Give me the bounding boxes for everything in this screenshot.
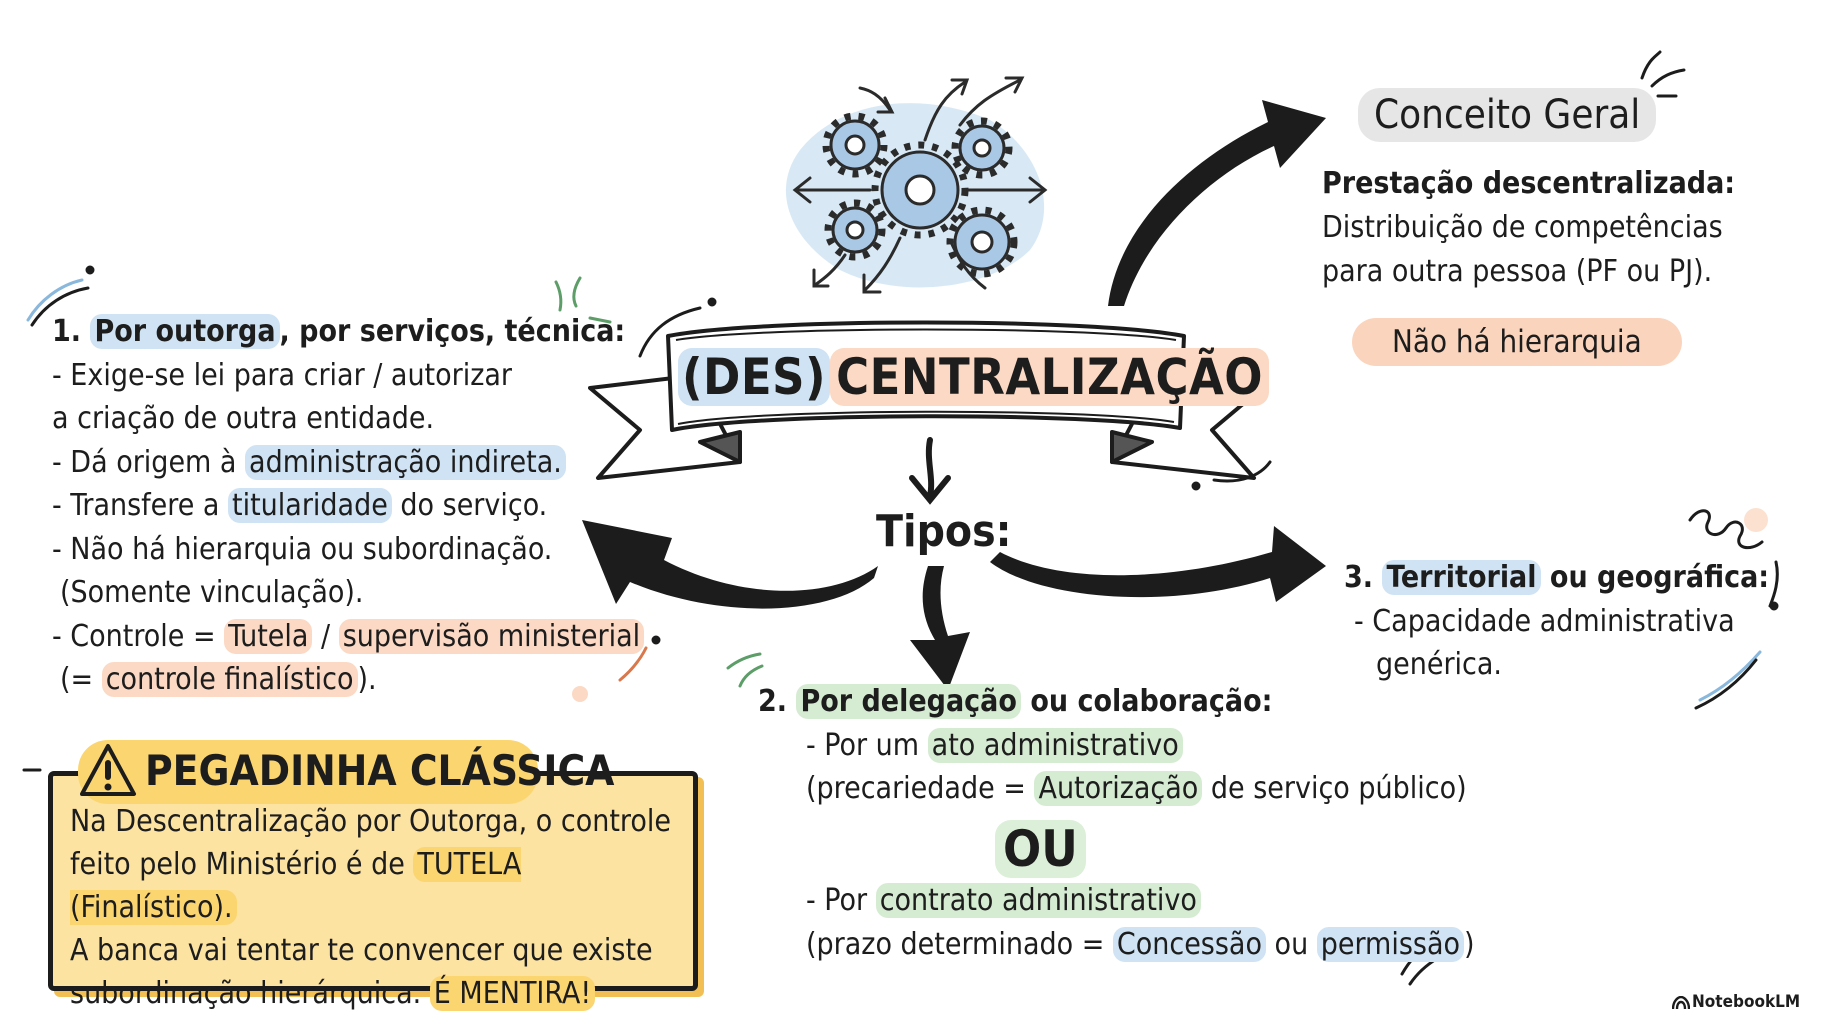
type-1-line-7-highlight-1: Tutela [224,618,313,654]
concept-body: Prestação descentralizada: Distribuição … [1322,162,1802,294]
curved-arrow-icon [1108,100,1326,306]
or-label: OU [995,820,1086,878]
concept-line-2: para outra pessoa (PF ou PJ). [1322,254,1713,289]
type-1-line-4c: do serviço. [391,488,548,523]
trap-body: Na Descentralização por Outorga, o contr… [70,800,680,1015]
type-3-heading: 3. Territorial ou geográfica: [1344,556,1824,600]
type-2-line-4: (prazo determinado = Concessão ou permis… [806,923,1506,967]
arrow-down-icon [909,437,951,505]
type-1-line-8: (= controle finalístico). [52,658,692,702]
type-1-line-2: a criação de outra entidade. [52,401,435,436]
type-2-line-2a: (precariedade = [806,771,1035,806]
type-2-line-4c: ou [1265,926,1317,962]
type-2-line-3: - Por contrato administrativo [806,879,1506,923]
type-2-line-4-highlight-1: Concessão [1112,926,1266,962]
title-part-1: (DES) [678,348,831,406]
type-2-line-2: (precariedade = Autorização de serviço p… [758,767,1498,811]
type-1-line-3: - Dá origem à administração indireta. [52,441,692,485]
concept-line-1: Distribuição de competências [1322,210,1723,245]
type-1-line-7a: - Controle = [52,618,225,654]
type-1-line-3a: - Dá origem à [52,444,246,480]
type-2-number: 2. [758,684,797,719]
type-3-heading-rest: ou geográfica: [1540,560,1770,595]
doodles [22,50,1779,986]
concept-heading: Conceito Geral [1358,88,1657,142]
concept-label: Prestação descentralizada: [1322,166,1736,201]
type-2-block-b: - Por contrato administrativo (prazo det… [806,879,1506,966]
arrow-right-icon [990,526,1326,602]
type-2-line-4a: (prazo determinado = [806,926,1113,962]
type-2-line-3a: - Por [806,883,876,918]
title-part-2: CENTRALIZAÇÃO [830,348,1270,406]
type-1-heading: 1. Por outorga, por serviços, técnica: [52,310,692,354]
warning-triangle-icon [80,744,136,796]
type-2-line-3-highlight: contrato administrativo [875,883,1201,918]
trap-line-3: A banca vai tentar te convencer que exis… [70,933,653,968]
type-1-line-3-highlight: administração indireta. [245,444,566,480]
type-2-heading: 2. Por delegação ou colaboração: [758,680,1498,724]
type-1-line-6: (Somente vinculação). [60,575,364,610]
trap-title: PEGADINHA CLÁSSICA [145,746,615,795]
type-1-line-1: - Exige-se lei para criar / autorizar [52,357,513,393]
type-1-line-8-highlight: controle finalístico [101,662,358,697]
type-2-line-4-highlight-2: permissão [1316,926,1465,962]
trap-title-pill [78,740,538,804]
type-1-block: 1. Por outorga, por serviços, técnica: -… [52,310,692,702]
type-1-number: 1. [52,314,91,349]
type-3-block: 3. Territorial ou geográfica: - Capacida… [1344,556,1824,687]
trap-line-1: Na Descentralização por Outorga, o contr… [70,804,671,839]
type-1-line-7-highlight-2: supervisão ministerial [338,618,645,654]
type-2-line-2-highlight: Autorização [1034,771,1203,806]
type-1-line-7: - Controle = Tutela / supervisão ministe… [52,615,692,659]
type-2-heading-rest: ou colaboração: [1020,684,1273,719]
types-label: Tipos: [876,506,1012,557]
type-1-heading-rest: , por serviços, técnica: [279,314,626,349]
gears-cluster-icon [785,76,1048,294]
type-3-number: 3. [1344,560,1383,595]
type-2-line-1-highlight: ato administrativo [927,727,1183,763]
type-1-line-5: - Não há hierarquia ou subordinação. [52,531,553,567]
arrow-left-icon [582,520,878,609]
brand-label: NotebookLM [1692,992,1801,1012]
trap-box [48,771,698,991]
type-2-heading-highlight: Por delegação [796,684,1021,719]
trap-line-2: feito pelo Ministério é de TUTELA (Final… [70,843,680,929]
type-2-line-1: - Por um ato administrativo [758,724,1498,768]
type-2-block: 2. Por delegação ou colaboração: - Por u… [758,680,1498,811]
arrow-down-type2-icon [910,566,970,690]
type-1-line-8c: ). [357,662,377,697]
trap-line-2a: feito pelo Ministério é de [70,847,414,882]
type-1-line-4: - Transfere a titularidade do serviço. [52,484,692,528]
type-1-line-4a: - Transfere a [52,488,229,523]
trap-line-4-highlight: É MENTIRA! [429,976,596,1011]
type-1-line-7c: / [312,618,339,654]
no-hierarchy-badge: Não há hierarquia [1352,318,1682,366]
type-3-heading-highlight: Territorial [1382,560,1541,595]
notebooklm-logo-icon [1672,996,1690,1010]
type-1-line-8a: (= [60,662,102,697]
type-1-line-4-highlight: titularidade [228,488,392,523]
type-2-line-2c: de serviço público) [1202,771,1467,806]
trap-line-4a: subordinação hierárquica. [70,976,430,1011]
type-2-line-4e: ) [1464,926,1475,962]
type-3-line-2: genérica. [1376,647,1503,682]
type-1-heading-highlight: Por outorga [90,314,280,349]
main-title: (DES)CENTRALIZAÇÃO [678,348,1270,406]
trap-line-4: subordinação hierárquica. É MENTIRA! [70,972,680,1015]
type-2-line-1a: - Por um [806,727,928,763]
type-3-line-1: - Capacidade administrativa [1354,603,1735,639]
